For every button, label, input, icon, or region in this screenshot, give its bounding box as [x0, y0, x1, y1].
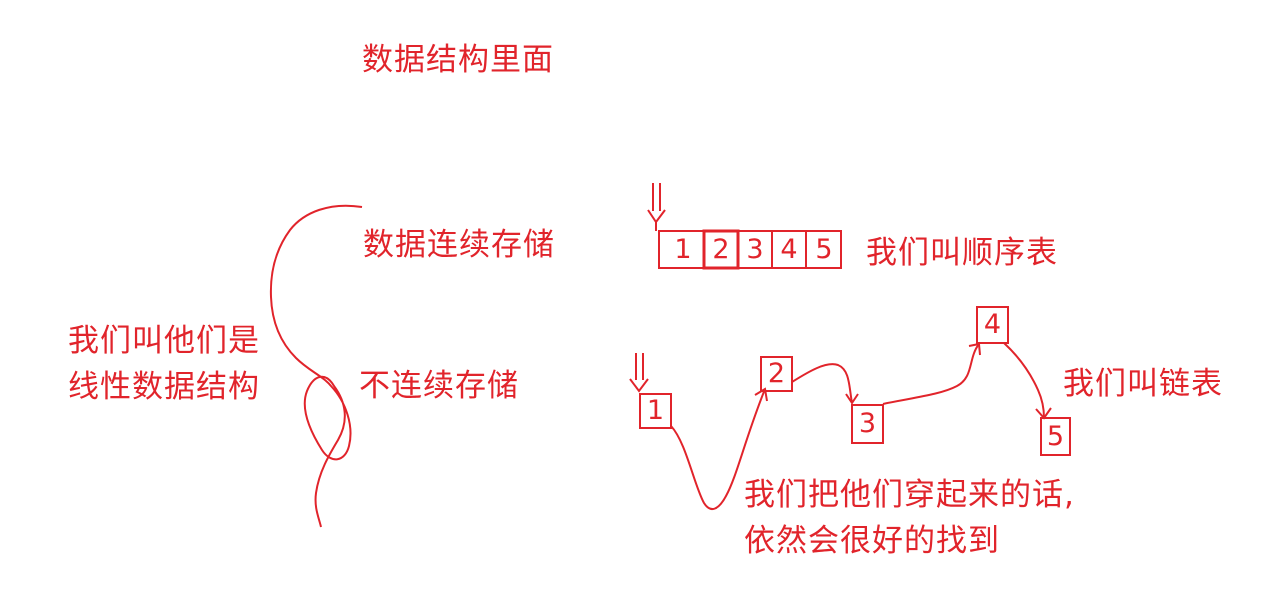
arrowhead-4-to-5 — [1035, 407, 1052, 420]
sequence-cell-1: 1 — [674, 234, 692, 265]
linked-node-2: 2 — [767, 358, 786, 389]
arrowhead-3-to-4 — [968, 342, 981, 356]
sequence-cell-5: 5 — [815, 234, 833, 265]
contiguous-storage-label: 数据连续存储 — [363, 227, 555, 263]
link-4-to-5 — [1003, 342, 1045, 419]
linked-node-5: 5 — [1046, 421, 1065, 452]
linked-node-4-box — [976, 306, 1009, 344]
thread-explanation-line-2: 依然会很好的找到 — [744, 523, 1000, 559]
linked-node-2-box — [760, 356, 793, 392]
link-2-to-3 — [791, 363, 853, 404]
freehand-curve — [269, 204, 363, 528]
sequence-cell-3: 3 — [746, 234, 764, 265]
link-3-to-4 — [882, 343, 980, 405]
linked-list-label: 我们叫链表 — [1063, 366, 1223, 402]
linked-node-3-box — [851, 404, 884, 444]
linked-node-4: 4 — [983, 309, 1002, 340]
arrowhead-1-to-2 — [754, 387, 768, 402]
sequence-cell-2: 2 — [712, 234, 730, 265]
sequence-start-arrow — [647, 183, 666, 231]
arrowhead-2-to-3 — [845, 393, 859, 405]
link-1-to-2 — [670, 388, 766, 511]
sequence-table-label: 我们叫顺序表 — [866, 235, 1058, 271]
linked-start-arrow — [629, 353, 649, 393]
linear-structure-label-line-2: 线性数据结构 — [68, 369, 260, 405]
linked-node-3: 3 — [858, 408, 877, 439]
linked-node-1: 1 — [646, 395, 665, 426]
sequence-table — [658, 229, 842, 270]
linked-node-1-box — [639, 393, 672, 429]
diagram-title: 数据结构里面 — [362, 42, 554, 78]
thread-explanation-line-1: 我们把他们穿起来的话, — [744, 477, 1075, 513]
noncontiguous-storage-label: 不连续存储 — [359, 368, 519, 404]
sequence-cell-4: 4 — [780, 234, 798, 265]
linked-node-5-box — [1040, 417, 1071, 456]
linear-structure-label-line-1: 我们叫他们是 — [68, 323, 260, 359]
